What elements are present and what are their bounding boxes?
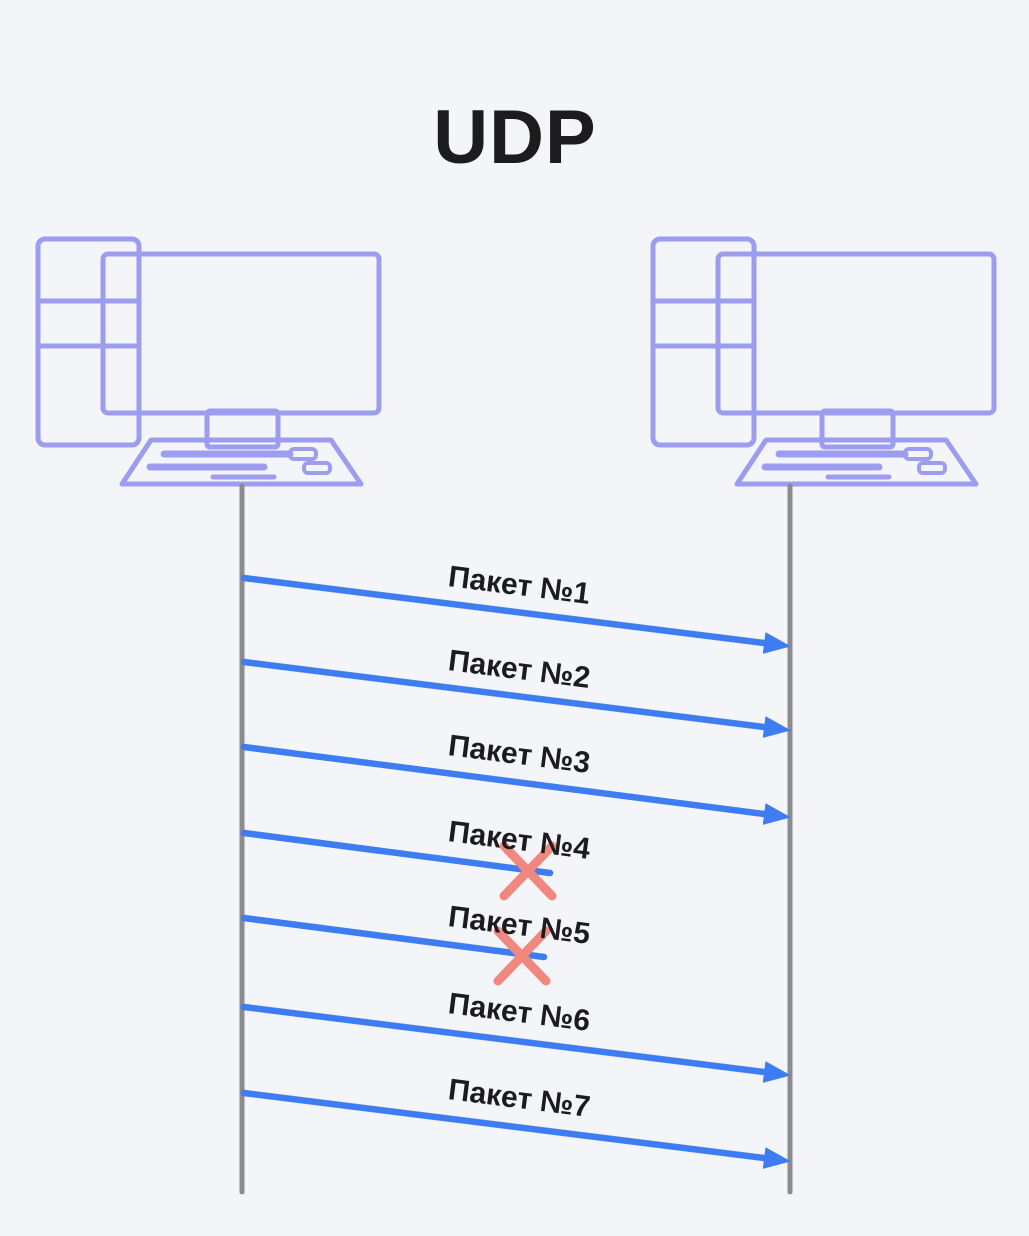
packet-4: Пакет №4	[240, 815, 592, 901]
receiver-computer-icon	[653, 239, 994, 484]
packet-5: Пакет №5	[240, 900, 592, 986]
packet-3-arrow	[240, 743, 791, 825]
sender-computer-icon	[38, 239, 379, 484]
packet-3-label: Пакет №3	[446, 729, 592, 780]
packet-1-arrow	[240, 574, 791, 654]
packet-6-arrow	[240, 1003, 791, 1083]
x-stroke	[499, 841, 557, 901]
packet-7: Пакет №7	[240, 1073, 791, 1169]
packet-6-label: Пакет №6	[446, 987, 592, 1038]
packet-2: Пакет №2	[240, 644, 791, 738]
packet-3: Пакет №3	[240, 729, 791, 825]
x-stroke	[493, 926, 551, 986]
diagram-title: UDP	[433, 95, 596, 180]
packet-7-arrow	[240, 1089, 791, 1169]
packet-5-label: Пакет №5	[446, 900, 592, 951]
packet-1: Пакет №1	[240, 560, 791, 654]
packet-4-lost-x-icon	[499, 841, 557, 901]
packet-2-arrow	[240, 658, 791, 738]
packet-5-arrow	[240, 914, 548, 961]
packet-7-label: Пакет №7	[446, 1073, 592, 1124]
packet-4-arrow	[240, 829, 554, 877]
packet-6: Пакет №6	[240, 987, 791, 1083]
packet-5-lost-x-icon	[493, 926, 551, 986]
